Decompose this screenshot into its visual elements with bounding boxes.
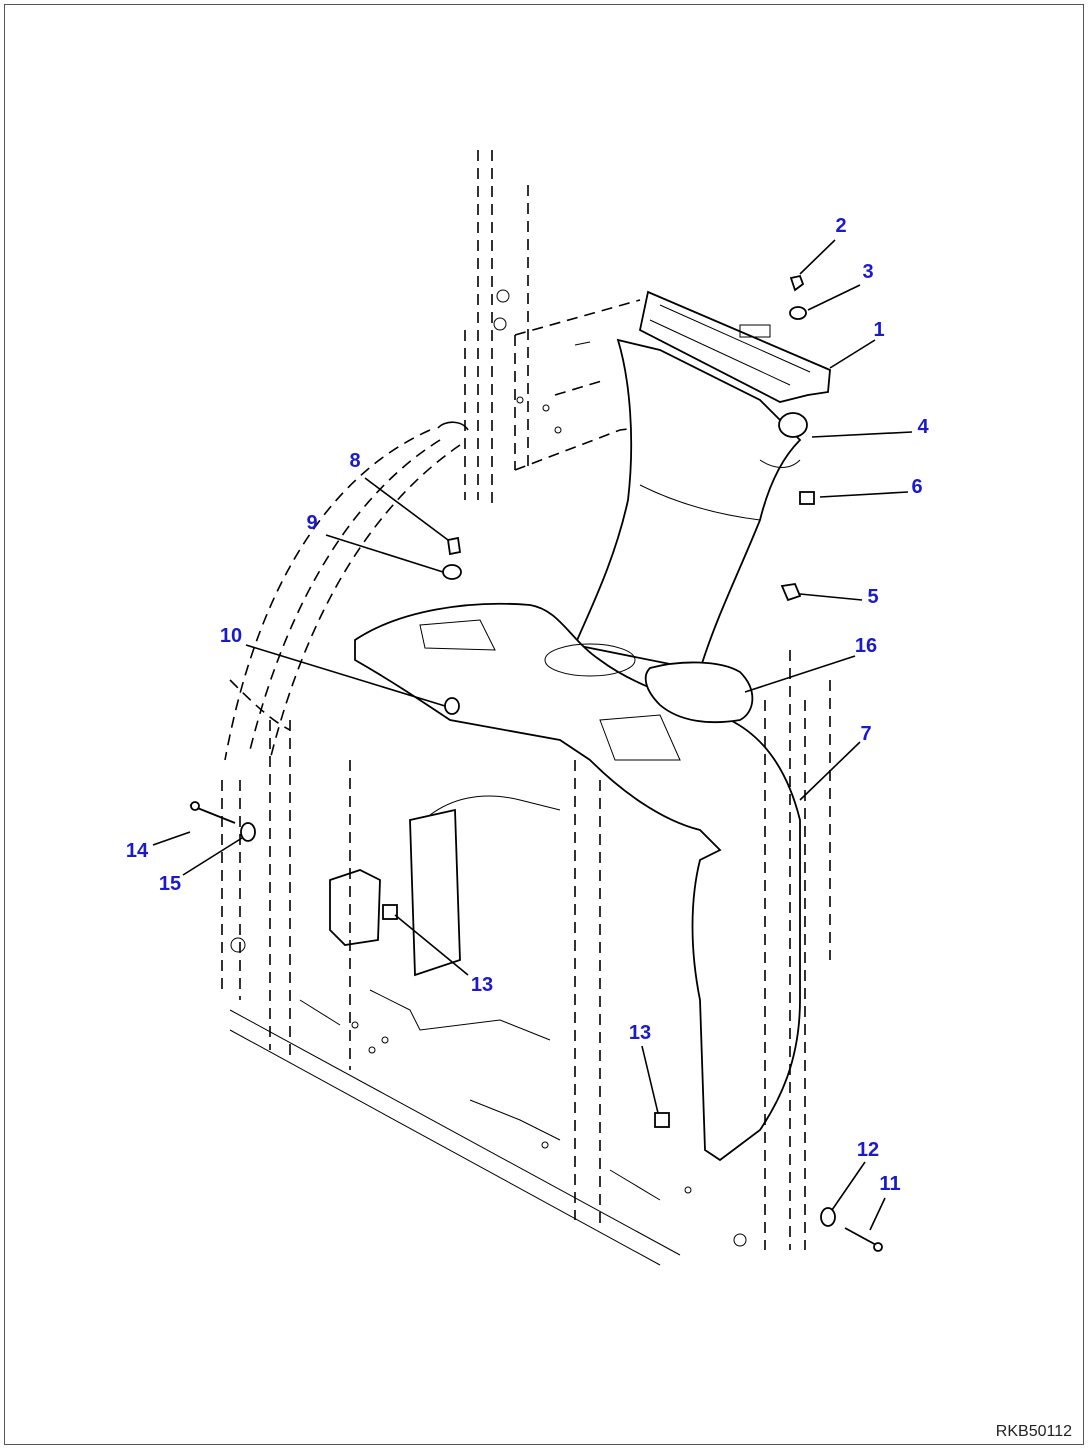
cab-floor — [229, 650, 831, 1266]
callout-11: 11 — [879, 1173, 901, 1195]
callout-14: 14 — [125, 840, 149, 862]
callout-9: 9 — [306, 512, 318, 534]
console-part-7 — [354, 602, 801, 1162]
drawing-frame — [4, 4, 1084, 1445]
cab-left-frame — [221, 421, 469, 1000]
callout-7: 7 — [860, 723, 872, 745]
callout-13-right: 13 — [628, 1022, 652, 1044]
left-trim — [329, 808, 461, 977]
pillar-lines — [464, 150, 529, 510]
callout-12: 12 — [856, 1139, 880, 1161]
cover-part-1 — [638, 290, 831, 403]
callout-6: 6 — [911, 476, 923, 498]
callout-3: 3 — [862, 261, 874, 283]
pad-part-16 — [644, 661, 754, 724]
callout-1: 1 — [873, 319, 885, 341]
callout-8: 8 — [349, 450, 361, 472]
hardware-parts — [189, 274, 883, 1252]
duct-part-4 — [573, 338, 808, 672]
callout-16: 16 — [854, 635, 878, 657]
callout-15: 15 — [158, 873, 182, 895]
callout-5: 5 — [867, 586, 879, 608]
callout-13-left: 13 — [470, 974, 494, 996]
drawing-code: RKB50112 — [995, 1423, 1072, 1440]
leader-lines — [152, 239, 913, 1231]
callout-4: 4 — [917, 416, 929, 438]
callout-10: 10 — [219, 625, 243, 647]
callout-2: 2 — [835, 215, 847, 237]
